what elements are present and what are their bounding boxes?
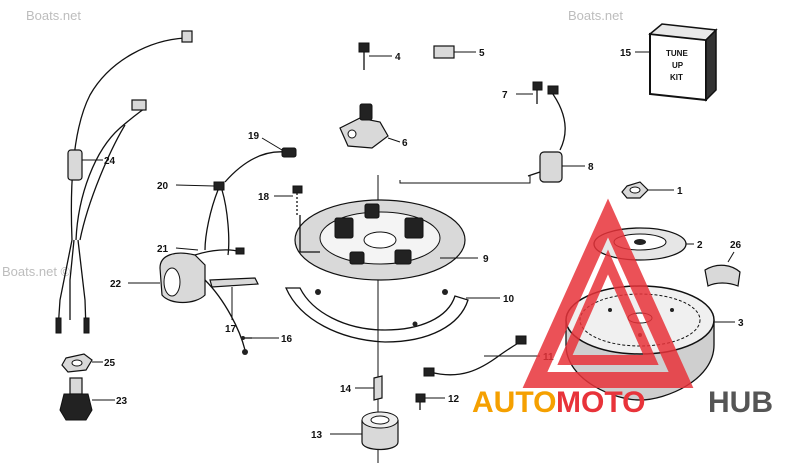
automotohub-logo: AUTO MOTO HUB [472,198,773,419]
callout-8: 8 [588,162,594,173]
watermark-left: Boats.net © [2,264,71,279]
coil-wire-part-21 [194,247,245,256]
callout-19: 19 [248,131,260,142]
callout-17: 17 [225,324,237,335]
callout-16: 16 [281,334,293,345]
tune-up-kit-part-15: TUNE UP KIT [648,23,718,102]
bushing-part-13 [361,411,399,451]
condenser-part-8 [527,85,566,183]
callout-24: 24 [104,156,116,167]
breaker-points-part-6 [339,103,389,149]
callout-23: 23 [116,396,128,407]
ground-wire-part-11 [423,335,527,377]
callout-12: 12 [448,394,460,405]
screw-part-7 [532,81,543,104]
nut-part-25 [61,353,93,373]
callout-9: 9 [483,254,489,265]
callout-3: 3 [738,318,744,329]
callout-21: 21 [157,244,169,255]
flywheel-nut-part-1 [621,181,649,199]
clip-part-20 [204,181,230,256]
retainer-plate-part-10 [285,287,469,343]
screw-part-4 [358,42,370,70]
callout-25: 25 [104,358,116,369]
bolt-part-18 [292,185,303,215]
callout-6: 6 [402,138,408,149]
leader-19 [261,137,283,151]
kit-label-line3: KIT [670,73,683,82]
leader-20 [175,184,215,187]
logo-word-auto: AUTO [472,386,556,419]
kit-label-line2: UP [672,61,684,70]
callout-4: 4 [395,52,401,63]
decal-part-26 [704,264,741,287]
ignition-coil-part-22 [159,252,248,355]
watermark-top-left: Boats.net [26,8,81,23]
pad-part-5 [433,45,455,59]
callout-10: 10 [503,294,515,305]
callout-22: 22 [110,279,122,290]
screw-part-16 [241,336,252,340]
callout-5: 5 [479,48,485,59]
key-part-14 [373,375,383,401]
condenser-connector-line [399,176,531,184]
kit-label-line1: TUNE [666,49,688,58]
screw-part-12 [415,393,426,410]
wiring-harness-part-24 [55,30,193,334]
callout-2: 2 [697,240,703,251]
logo-word-hub: HUB [708,386,773,419]
callout-14: 14 [340,384,352,395]
coil-lead-part-19 [224,147,297,183]
leader-6 [387,137,401,143]
callout-13: 13 [311,430,323,441]
leader-26 [727,251,735,263]
strap-part-17 [209,277,259,288]
logo-word-moto: MOTO [556,386,645,419]
callout-26: 26 [730,240,742,251]
callout-15: 15 [620,48,632,59]
callout-1: 1 [677,186,683,197]
switch-part-23 [59,377,93,421]
callout-20: 20 [157,181,169,192]
callout-7: 7 [502,90,508,101]
stator-plate-part-9 [294,199,466,281]
watermark-top-right: Boats.net [568,8,623,23]
callout-18: 18 [258,192,270,203]
leader-21 [175,247,199,251]
